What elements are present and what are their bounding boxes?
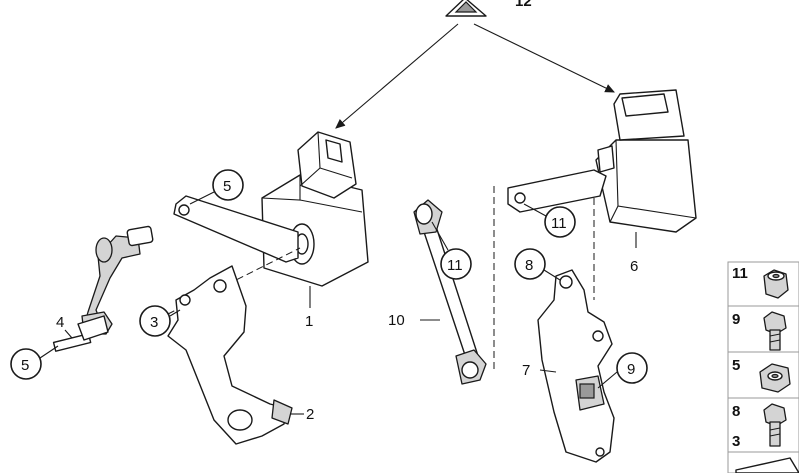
callout-label-7: 7 bbox=[522, 362, 530, 379]
front-bracket bbox=[167, 265, 293, 445]
arrow-to-part-1 bbox=[335, 23, 459, 129]
callout-label-12: 12 bbox=[515, 0, 532, 10]
hex-bolt-icon bbox=[763, 403, 787, 447]
callout-label-2: 2 bbox=[306, 406, 314, 423]
callout-label-3: 3 bbox=[150, 314, 158, 331]
coupling-rod bbox=[52, 225, 154, 352]
callout-circle-5-lower bbox=[10, 348, 42, 380]
callout-label-9: 9 bbox=[627, 361, 635, 378]
callout-label-6: 6 bbox=[630, 258, 638, 275]
flange-bolt-icon bbox=[763, 311, 787, 351]
callout-circle-3 bbox=[139, 305, 171, 337]
leader-5-upper bbox=[189, 191, 215, 205]
leader-9 bbox=[597, 371, 618, 389]
fastener-legend: 11 9 5 8 3 bbox=[727, 261, 799, 473]
leader-5-lower bbox=[39, 345, 59, 359]
legend-row-label: 5 bbox=[732, 357, 740, 374]
callout-circle-8 bbox=[514, 248, 546, 280]
hex-nut-icon bbox=[759, 363, 791, 393]
legend-row-label: 3 bbox=[732, 433, 740, 450]
callout-label-8: 8 bbox=[525, 257, 533, 274]
callout-circle-9 bbox=[616, 352, 648, 384]
arrow-to-part-6 bbox=[473, 23, 615, 93]
callout-label-1: 1 bbox=[305, 313, 313, 330]
rear-bracket bbox=[537, 269, 615, 463]
callout-circle-11-rod bbox=[440, 248, 472, 280]
wedge-icon bbox=[735, 457, 799, 473]
callout-circle-5-upper bbox=[212, 169, 244, 201]
sensor-warning-triangle-icon bbox=[445, 0, 487, 17]
callout-label-4: 4 bbox=[56, 314, 64, 331]
front-height-sensor bbox=[173, 131, 369, 287]
legend-row-label: 9 bbox=[732, 311, 740, 328]
leader-4 bbox=[64, 329, 73, 339]
leader-7 bbox=[539, 369, 557, 373]
legend-row-label: 11 bbox=[732, 265, 748, 282]
nut-icon bbox=[763, 269, 789, 299]
callout-label-5-lower: 5 bbox=[21, 357, 29, 374]
leader-11-arm bbox=[523, 203, 547, 217]
callout-circle-11-arm bbox=[544, 206, 576, 238]
callout-label-11-arm: 11 bbox=[551, 215, 567, 232]
callout-label-11-rod: 11 bbox=[447, 257, 463, 274]
leader-11-rod bbox=[431, 221, 449, 251]
legend-row-label: 8 bbox=[732, 403, 740, 420]
rear-height-sensor bbox=[507, 89, 697, 233]
callout-label-5-upper: 5 bbox=[223, 178, 231, 195]
rear-link-rod bbox=[413, 199, 487, 385]
leader-3 bbox=[169, 309, 181, 317]
callout-label-10: 10 bbox=[388, 312, 405, 329]
leader-8 bbox=[543, 269, 561, 281]
